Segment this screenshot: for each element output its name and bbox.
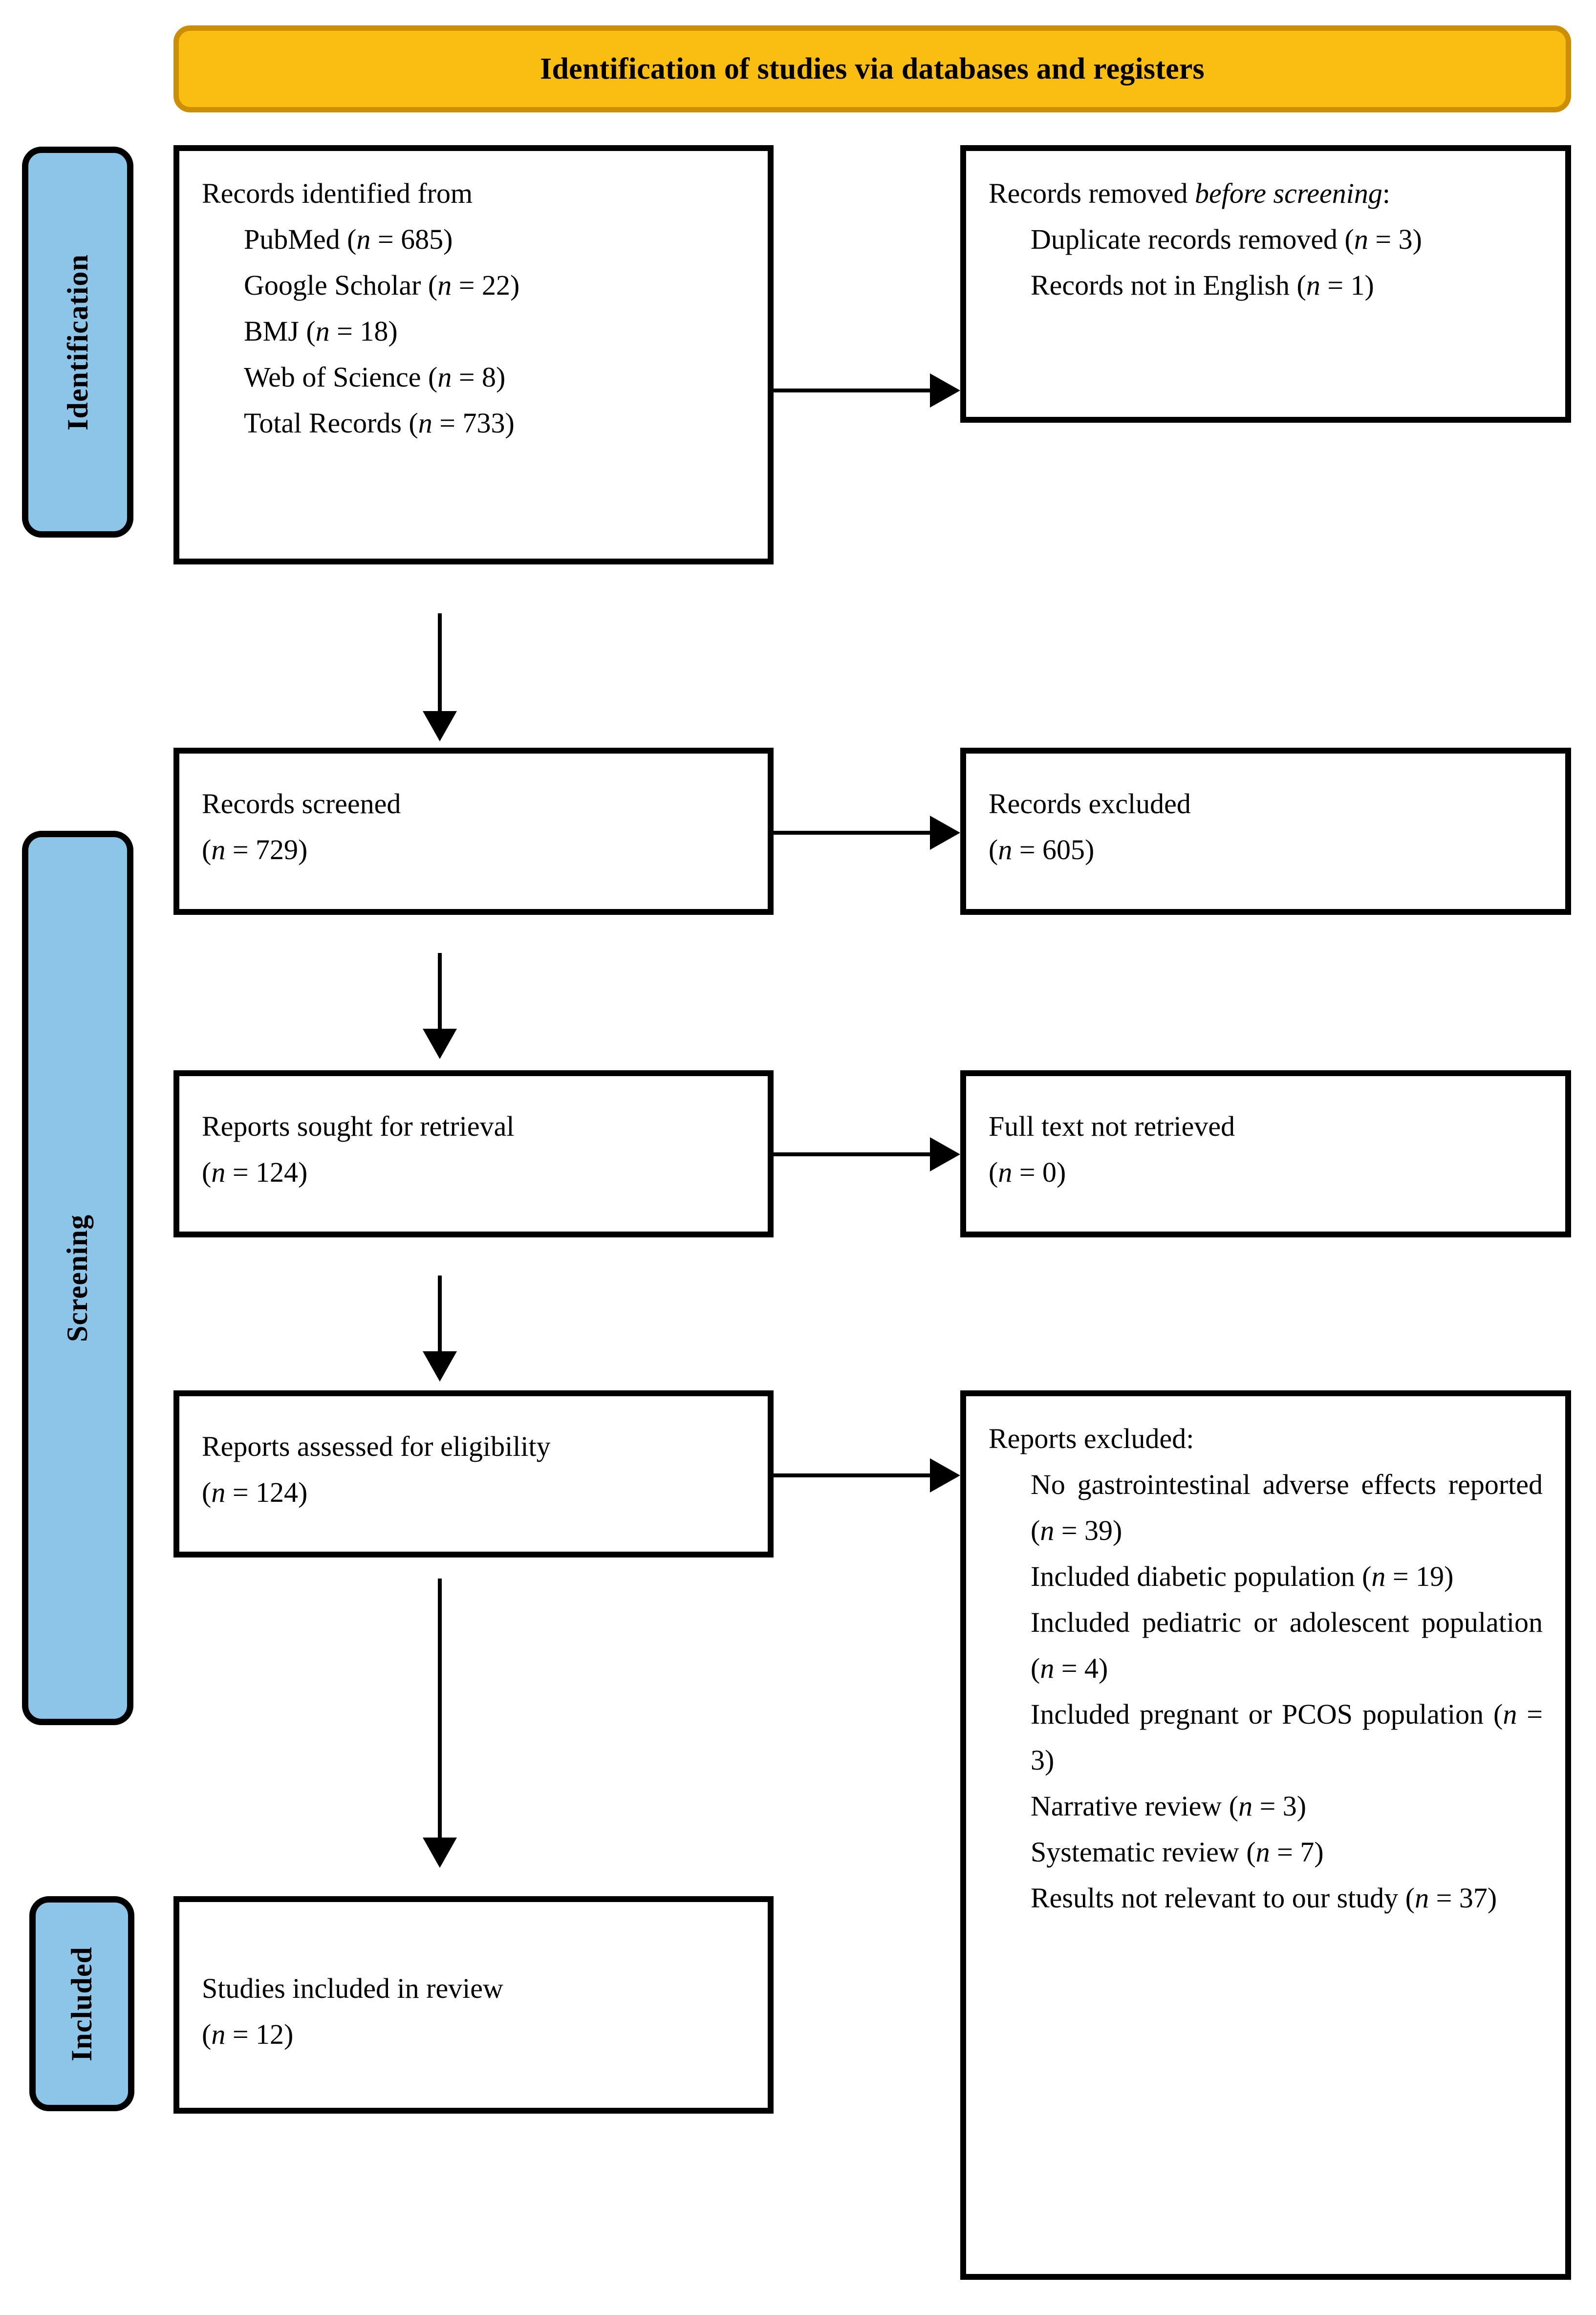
arrow-shaft [774, 389, 935, 392]
reports-excluded-item-no-gi-effects: No gastrointestinal adverse effects repo… [1031, 1468, 1543, 1546]
box-records-removed: Records removed before screening: Duplic… [960, 145, 1571, 423]
arrow-head-down-icon [423, 1351, 457, 1382]
records-removed-heading-suffix: : [1382, 177, 1390, 209]
reports-sought-count: (n = 124) [202, 1156, 308, 1188]
box-reports-assessed: Reports assessed for eligibility (n = 12… [173, 1390, 774, 1558]
box-records-identified: Records identified from PubMed (n = 685)… [173, 145, 774, 564]
stage-label-screening-text: Screening [61, 1214, 94, 1342]
arrow-head-down-icon [423, 711, 457, 741]
box-studies-included: Studies included in review (n = 12) [173, 1896, 774, 2114]
reports-excluded-item-pregnant-pcos: Included pregnant or PCOS population (n … [1031, 1698, 1543, 1776]
box-reports-sought: Reports sought for retrieval (n = 124) [173, 1070, 774, 1237]
banner-title: Identification of studies via databases … [540, 52, 1205, 86]
studies-included-heading: Studies included in review [202, 1972, 503, 2004]
reports-excluded-item-narrative-review: Narrative review (n = 3) [1031, 1790, 1307, 1822]
arrow-shaft [774, 1152, 935, 1156]
arrow-head-right-icon [930, 373, 960, 408]
records-identified-item-pubmed: PubMed (n = 685) [244, 223, 453, 255]
records-screened-heading: Records screened [202, 788, 401, 820]
arrow-head-right-icon [930, 1458, 960, 1493]
full-text-not-retrieved-count: (n = 0) [989, 1156, 1066, 1188]
arrow-head-down-icon [423, 1838, 457, 1868]
stage-label-included-text: Included [65, 1946, 98, 2061]
arrow-shaft [438, 1579, 442, 1842]
arrow-shaft [774, 1473, 935, 1477]
arrow-shaft [774, 831, 935, 835]
arrow-shaft [438, 1276, 442, 1356]
stage-label-identification-text: Identification [61, 254, 94, 431]
records-removed-item-duplicates: Duplicate records removed (n = 3) [1031, 223, 1422, 255]
studies-included-count: (n = 12) [202, 2018, 294, 2050]
stage-label-identification: Identification [22, 147, 133, 538]
arrow-head-right-icon [930, 1137, 960, 1171]
reports-assessed-heading: Reports assessed for eligibility [202, 1430, 551, 1462]
reports-excluded-heading: Reports excluded: [989, 1423, 1194, 1454]
reports-excluded-item-pediatric: Included pediatric or adolescent populat… [1031, 1606, 1543, 1684]
records-removed-heading-plain: Records removed [989, 177, 1195, 209]
records-excluded-heading: Records excluded [989, 788, 1191, 820]
box-reports-excluded: Reports excluded: No gastrointestinal ad… [960, 1390, 1571, 2280]
records-excluded-count: (n = 605) [989, 833, 1095, 865]
full-text-not-retrieved-heading: Full text not retrieved [989, 1110, 1235, 1142]
reports-assessed-count: (n = 124) [202, 1476, 308, 1508]
reports-sought-heading: Reports sought for retrieval [202, 1110, 515, 1142]
records-identified-item-google-scholar: Google Scholar (n = 22) [244, 269, 520, 301]
stage-label-included: Included [29, 1896, 134, 2111]
box-records-screened: Records screened (n = 729) [173, 748, 774, 915]
reports-excluded-item-diabetic: Included diabetic population (n = 19) [1031, 1560, 1454, 1592]
reports-excluded-item-systematic-review: Systematic review (n = 7) [1031, 1836, 1324, 1868]
arrow-head-right-icon [930, 816, 960, 850]
records-removed-item-not-english: Records not in English (n = 1) [1031, 269, 1374, 301]
arrow-head-down-icon [423, 1029, 457, 1059]
arrow-shaft [438, 613, 442, 716]
reports-excluded-item-results-not-relevant: Results not relevant to our study (n = 3… [1031, 1882, 1497, 1914]
box-full-text-not-retrieved: Full text not retrieved (n = 0) [960, 1070, 1571, 1237]
stage-label-screening: Screening [22, 831, 133, 1725]
diagram-header-banner: Identification of studies via databases … [173, 25, 1571, 112]
arrow-shaft [438, 953, 442, 1034]
records-identified-item-bmj: BMJ (n = 18) [244, 315, 398, 347]
records-screened-count: (n = 729) [202, 833, 308, 865]
records-identified-item-total: Total Records (n = 733) [244, 407, 515, 439]
records-removed-heading: Records removed before screening: [989, 171, 1543, 216]
box-records-excluded: Records excluded (n = 605) [960, 748, 1571, 915]
records-identified-heading: Records identified from [202, 177, 473, 209]
records-removed-heading-italic: before screening [1194, 177, 1382, 209]
records-identified-item-web-of-science: Web of Science (n = 8) [244, 361, 506, 393]
